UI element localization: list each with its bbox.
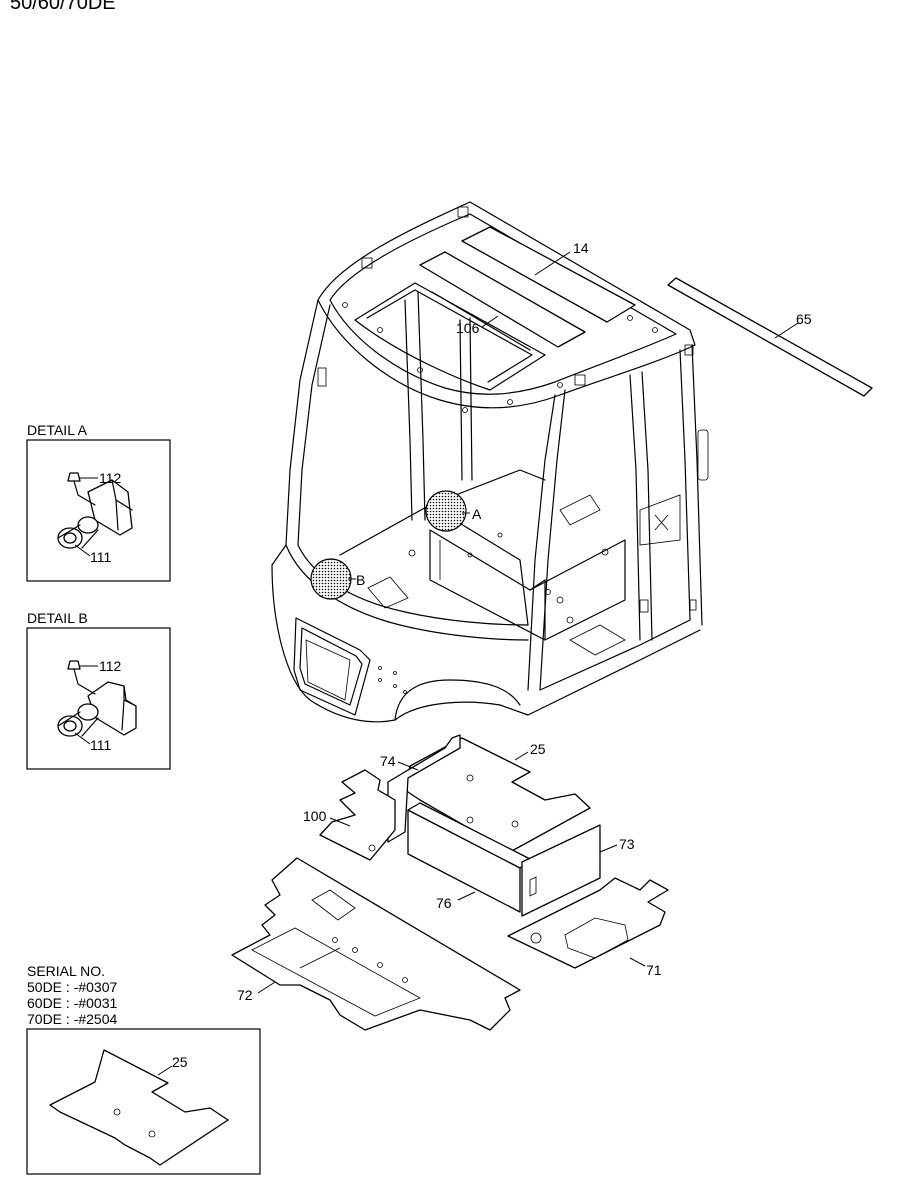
riser-pad-74 bbox=[387, 734, 461, 843]
detail-a-drawing bbox=[57, 472, 133, 549]
floor-mat-72 bbox=[231, 857, 521, 1031]
callout-65: 65 bbox=[796, 311, 812, 327]
detail-b-drawing bbox=[57, 660, 137, 737]
pad-100 bbox=[319, 769, 396, 861]
serial-line-60de: 60DE : -#0031 bbox=[27, 995, 117, 1011]
detail-a-title: DETAIL A bbox=[27, 422, 88, 438]
callout-14: 14 bbox=[573, 240, 589, 256]
page-title: 50/60/70DE bbox=[10, 0, 116, 14]
detail-a-box bbox=[26, 439, 171, 582]
callout-74: 74 bbox=[380, 753, 396, 769]
callout-73: 73 bbox=[619, 836, 635, 852]
detail-a-label-111: 111 bbox=[90, 549, 111, 565]
callout-72: 72 bbox=[237, 987, 253, 1003]
roof-pad-14 bbox=[461, 226, 636, 323]
callout-b: B bbox=[356, 572, 365, 588]
detail-a-marker[interactable] bbox=[425, 490, 467, 532]
detail-b-label-111: 111 bbox=[90, 737, 111, 753]
detail-b-marker[interactable] bbox=[310, 558, 352, 600]
serial-floor-pad-25 bbox=[49, 1049, 229, 1166]
callout-71: 71 bbox=[646, 962, 662, 978]
pad-71 bbox=[507, 877, 669, 969]
callout-25: 25 bbox=[530, 741, 546, 757]
detail-a-label-112: 112 bbox=[99, 470, 122, 486]
floor-pad-25 bbox=[404, 737, 591, 853]
callout-100: 100 bbox=[303, 808, 327, 824]
roof-pad-106 bbox=[419, 251, 586, 348]
end-pad-73 bbox=[521, 824, 601, 917]
detail-b-box bbox=[26, 627, 171, 770]
cab-drawing bbox=[271, 201, 709, 723]
serial-title: SERIAL NO. bbox=[27, 963, 105, 979]
detail-b-title: DETAIL B bbox=[27, 610, 88, 626]
callout-106: 106 bbox=[456, 320, 480, 336]
serial-line-70de: 70DE : -#2504 bbox=[27, 1011, 117, 1027]
callout-a: A bbox=[472, 506, 482, 522]
serial-box bbox=[26, 1028, 261, 1175]
serial-callout-25: 25 bbox=[172, 1054, 188, 1070]
serial-line-50de: 50DE : -#0307 bbox=[27, 979, 117, 995]
detail-b-label-112: 112 bbox=[99, 658, 122, 674]
weather-strip-65 bbox=[667, 277, 873, 397]
callout-76: 76 bbox=[436, 895, 452, 911]
